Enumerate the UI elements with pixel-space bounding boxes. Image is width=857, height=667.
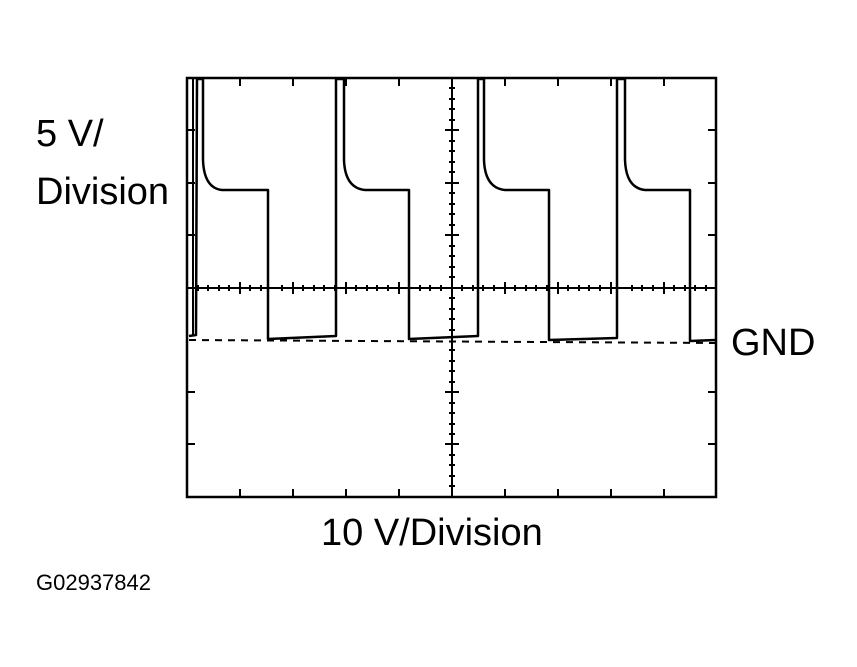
x-scale-label: 10 V/Division (321, 512, 543, 554)
ground-reference-line (188, 339, 717, 344)
y-scale-label: 5 V/ (36, 113, 104, 155)
ground-label: GND (731, 322, 816, 364)
y-scale-label-unit: Division (36, 171, 170, 213)
center-axis-ticks (197, 87, 707, 487)
waveform-trace (188, 77, 717, 343)
figure-id: G02937842 (36, 570, 151, 595)
border-ticks (187, 78, 716, 497)
